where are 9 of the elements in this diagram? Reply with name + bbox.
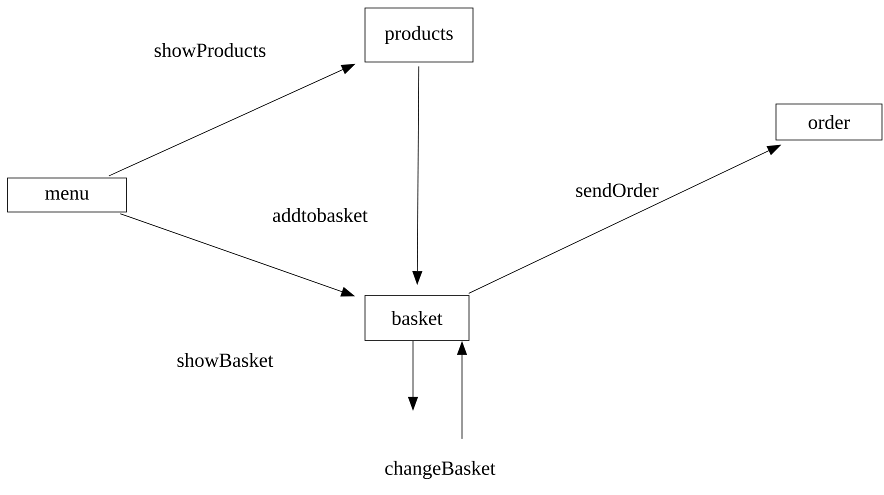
edge-label: showBasket — [176, 352, 274, 368]
edge-label: sendOrder — [574, 182, 660, 198]
process-box: products — [364, 8, 474, 62]
process-box: menu — [7, 178, 127, 212]
process-box: basket — [364, 295, 470, 341]
edge-label: addtobasket — [271, 206, 369, 224]
note-label: changeBasket — [385, 460, 496, 480]
process-box: order — [776, 104, 882, 140]
edge-label: showProducts — [152, 42, 268, 58]
